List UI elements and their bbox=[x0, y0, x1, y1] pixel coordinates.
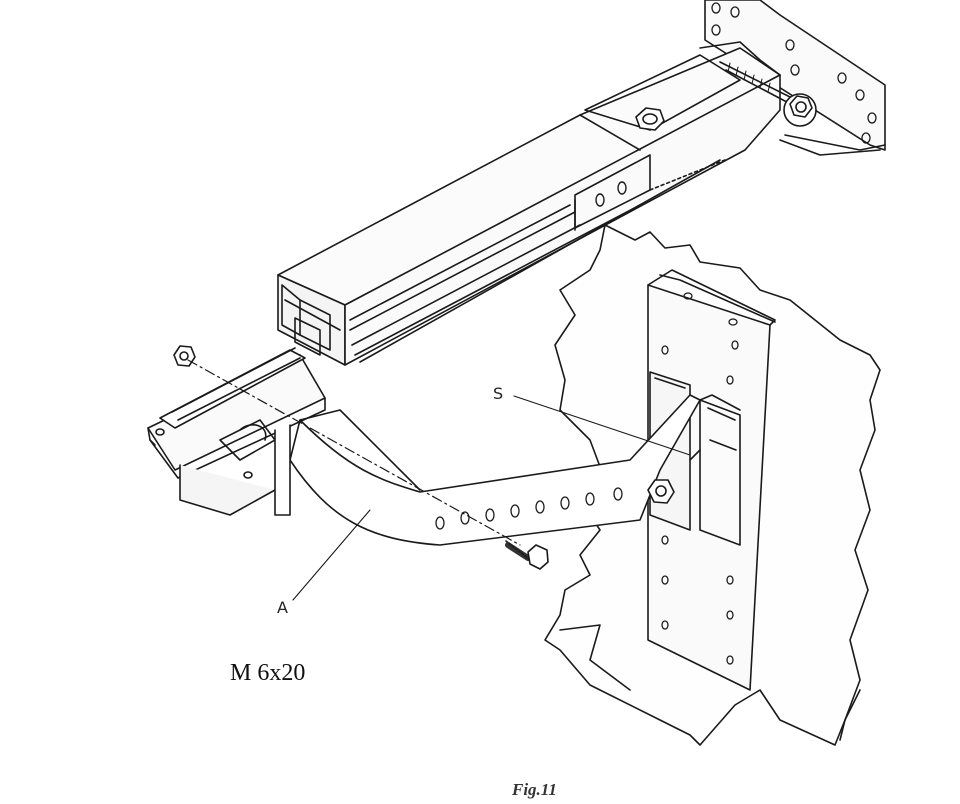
leader-s bbox=[513, 395, 691, 456]
arm bbox=[289, 394, 701, 546]
nut-left bbox=[173, 345, 196, 367]
figure-caption: Fig.11 bbox=[512, 780, 557, 799]
upper-rail bbox=[277, 41, 817, 366]
callout-s: S bbox=[493, 384, 504, 403]
screw-spec-label: M 6x20 bbox=[230, 660, 306, 686]
carriage bbox=[147, 347, 326, 516]
alignment-line bbox=[187, 359, 521, 546]
leader-a bbox=[292, 509, 371, 601]
bolt-m6 bbox=[505, 540, 549, 570]
callout-a: A bbox=[277, 598, 288, 617]
